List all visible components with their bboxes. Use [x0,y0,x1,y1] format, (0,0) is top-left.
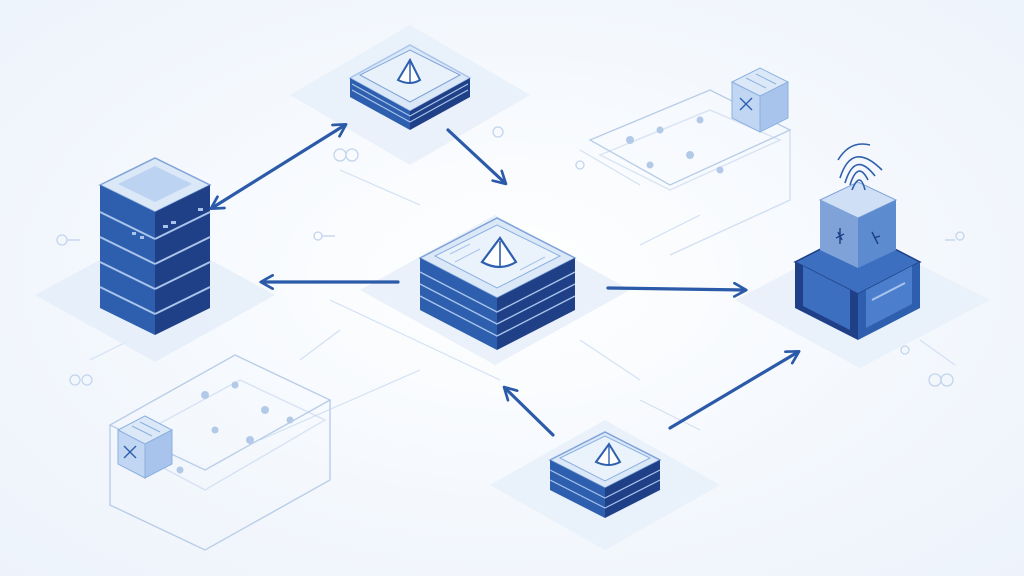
bottom-node[interactable] [548,431,662,518]
cube-icon [739,97,753,111]
data-dots [176,116,724,474]
secure-vault[interactable] [793,143,922,340]
fingerprint-icon [837,143,883,191]
connection-arrows [209,122,801,437]
arrow-bottom-to-hub [502,385,555,437]
data-cube-bottom[interactable] [116,415,174,479]
shield-icon [396,57,422,84]
central-hub[interactable] [418,217,577,350]
shield-icon [480,236,518,269]
shield-icon [594,442,622,466]
server-tower[interactable] [98,157,212,335]
arrow-hub-to-vault [606,281,748,298]
data-cube-top[interactable] [730,67,790,133]
background-grid [89,149,956,441]
wireframe-panels [108,89,792,551]
top-node[interactable] [348,44,472,130]
server-icon [99,211,211,315]
cube-icon [123,445,137,459]
arrow-top-to-hub [446,128,508,186]
arrow-top-to-server [209,122,348,211]
arrow-bottom-to-vault [668,349,801,430]
